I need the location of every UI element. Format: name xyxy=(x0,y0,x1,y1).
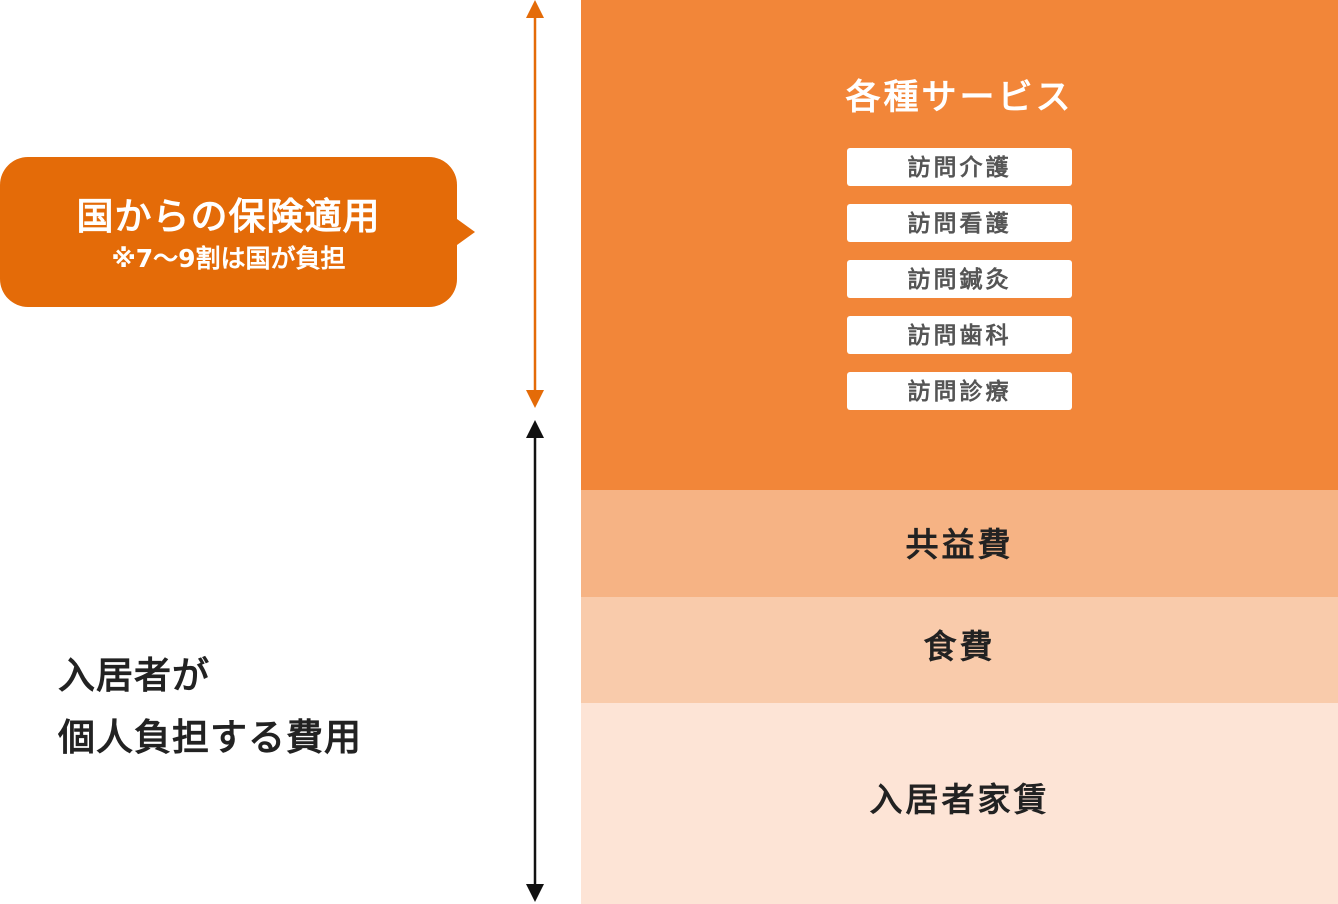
personal-cost-label: 入居者が 個人負担する費用 xyxy=(58,645,362,769)
insurance-range-arrow xyxy=(526,0,544,408)
personal-range-arrow xyxy=(526,420,544,902)
personal-cost-label-line2: 個人負担する費用 xyxy=(58,716,362,759)
common-fee-label: 共益費 xyxy=(905,525,1014,564)
insurance-callout-note: ※7～9割は国が負担 xyxy=(111,244,346,273)
insurance-callout-title: 国からの保険適用 xyxy=(76,195,381,238)
food-fee-block: 食費 xyxy=(581,597,1338,703)
range-arrows xyxy=(526,0,544,902)
rent-label: 入居者家賃 xyxy=(869,780,1050,819)
service-item-home-care: 訪問介護 xyxy=(847,148,1072,186)
services-block: 各種サービス 訪問介護 訪問看護 訪問鍼灸 訪問歯科 訪問診療 xyxy=(581,0,1338,490)
personal-cost-label-line1: 入居者が xyxy=(58,654,210,697)
service-list: 訪問介護 訪問看護 訪問鍼灸 訪問歯科 訪問診療 xyxy=(847,148,1072,428)
service-item-home-medical: 訪問診療 xyxy=(847,372,1072,410)
common-fee-block: 共益費 xyxy=(581,490,1338,597)
insurance-callout: 国からの保険適用 ※7～9割は国が負担 xyxy=(0,157,475,307)
service-item-home-acupuncture: 訪問鍼灸 xyxy=(847,260,1072,298)
service-item-home-nursing: 訪問看護 xyxy=(847,204,1072,242)
services-title: 各種サービス xyxy=(845,78,1074,118)
food-fee-label: 食費 xyxy=(923,627,996,666)
rent-block: 入居者家賃 xyxy=(581,703,1338,904)
service-item-home-dental: 訪問歯科 xyxy=(847,316,1072,354)
